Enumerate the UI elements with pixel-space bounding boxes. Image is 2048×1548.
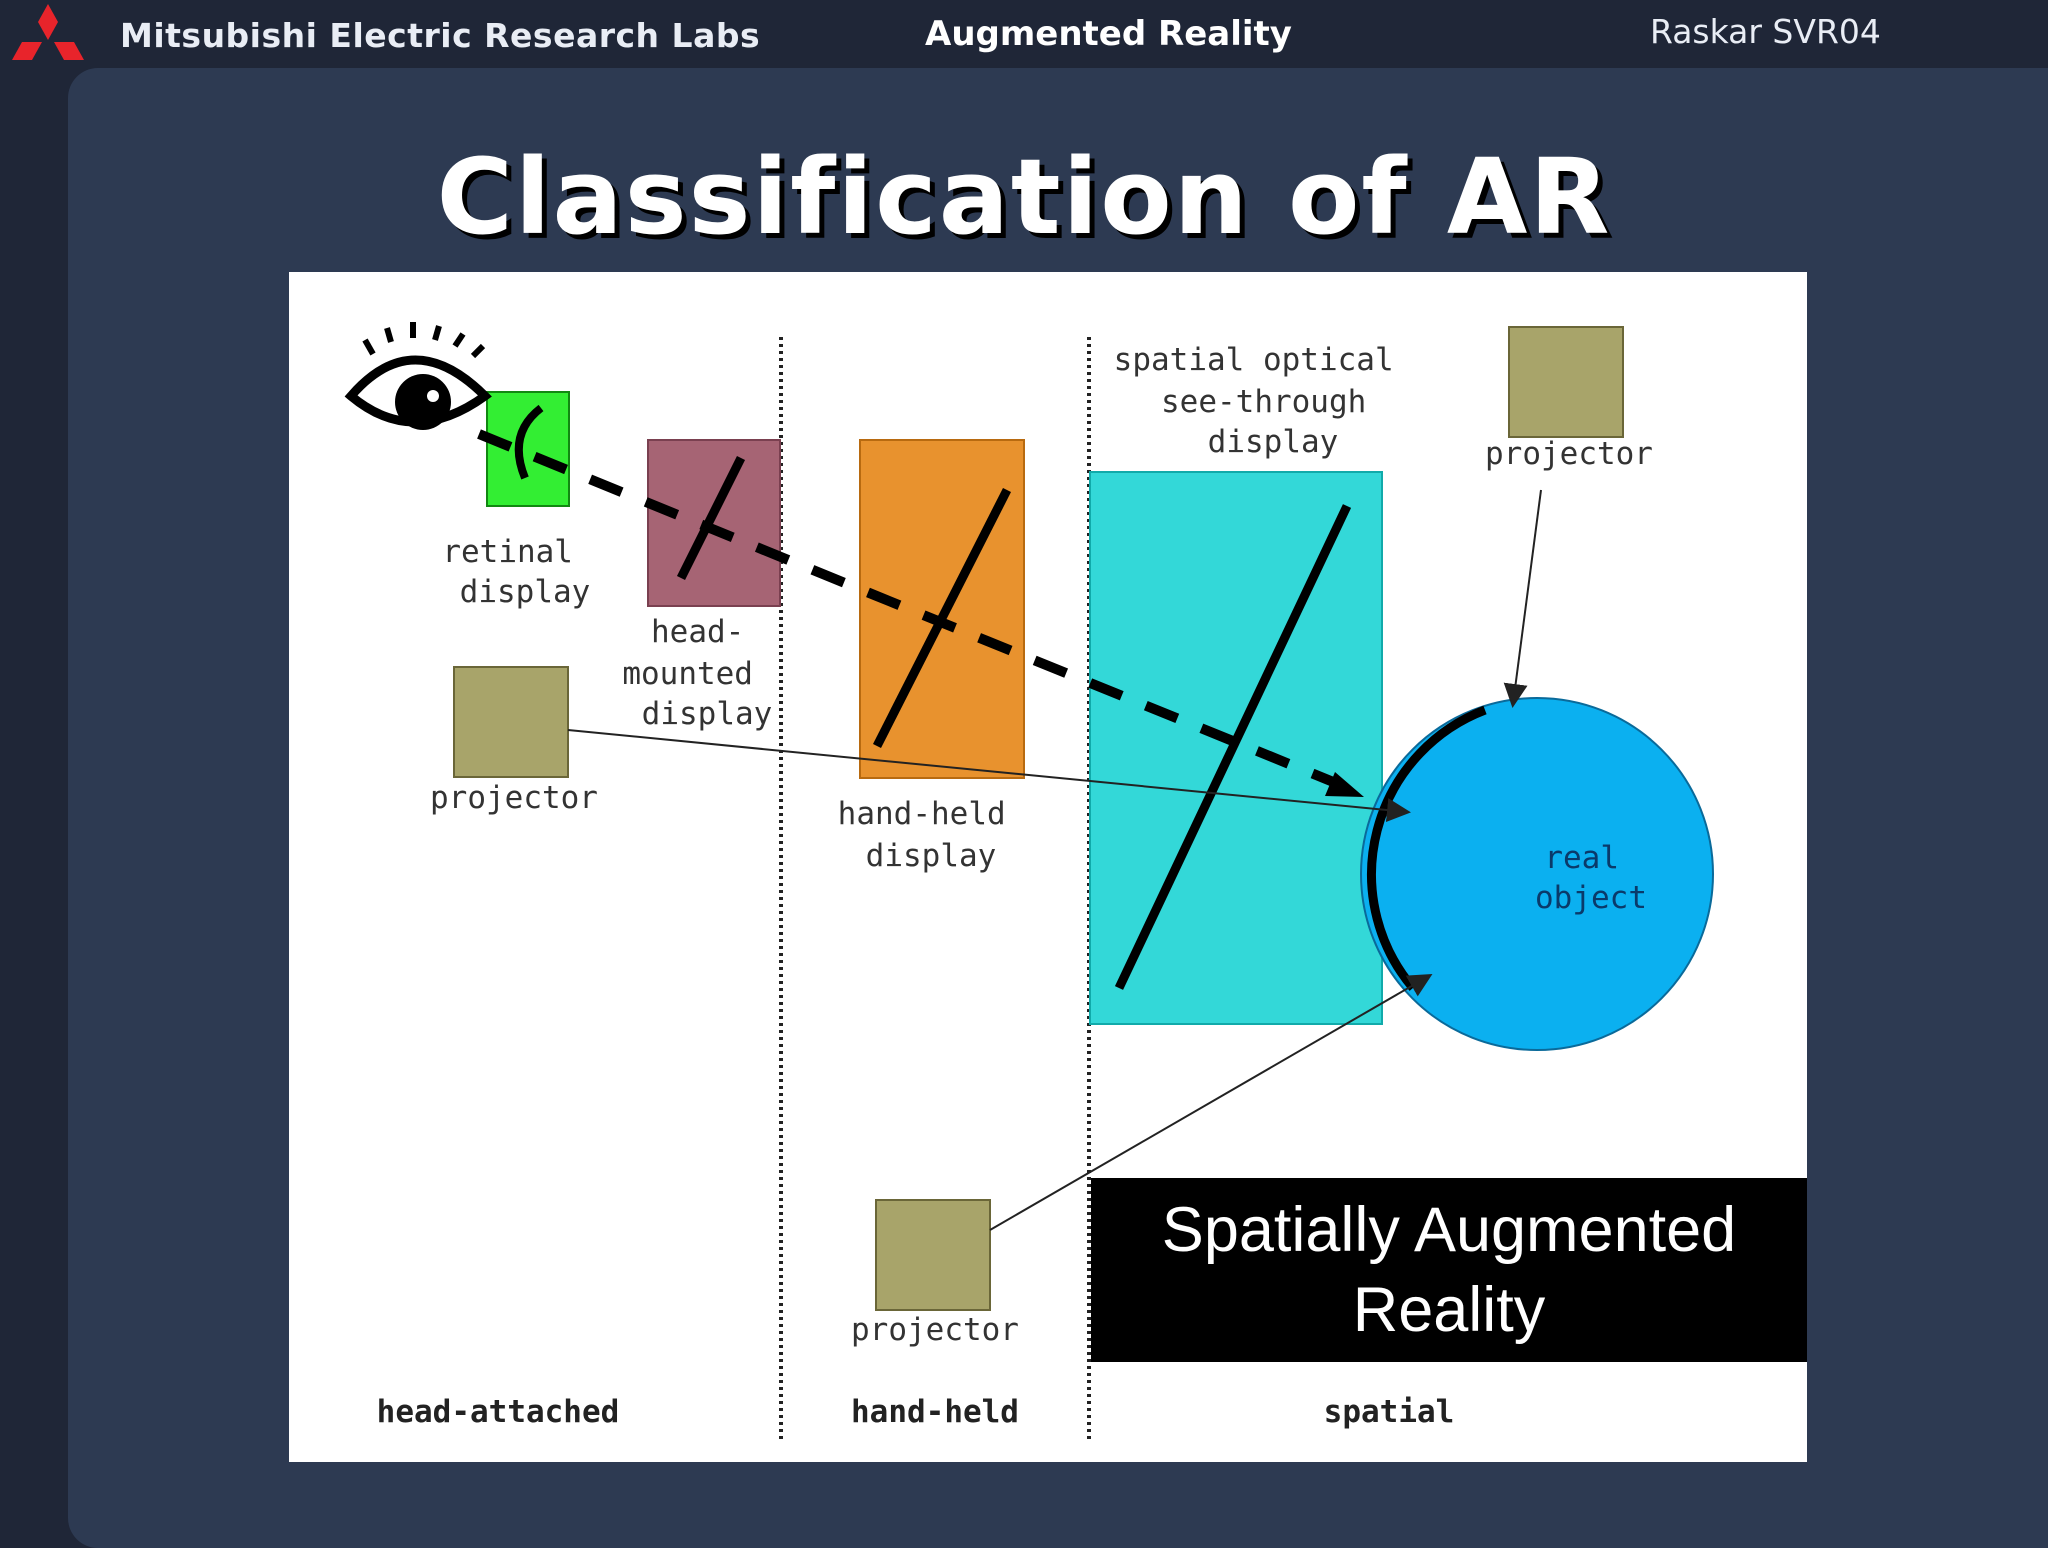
eye-icon <box>344 322 492 430</box>
projection-line-head <box>567 729 1411 822</box>
ar-classification-diagram: retinal display head- mounted display ha… <box>289 272 1807 1462</box>
projected-surface-arc <box>1367 705 1487 991</box>
projection-line-bottom <box>989 973 1433 1231</box>
projector-top-label: projector <box>1485 436 1653 472</box>
projection-line-top <box>1503 489 1542 708</box>
retinal-display-box <box>486 391 570 507</box>
optical-combiner-line <box>1114 504 1352 990</box>
real-object-label: real object <box>1535 840 1647 916</box>
line-of-sight-arrowhead <box>1325 772 1364 797</box>
topic-title: Augmented Reality <box>925 14 1292 54</box>
line-of-sight-dashed <box>477 429 1355 795</box>
header-bar: Mitsubishi Electric Research Labs Augmen… <box>0 0 2048 68</box>
projector-bottom-label: projector <box>851 1312 1019 1348</box>
projector-bottom-box <box>875 1199 991 1311</box>
projector-head-box <box>453 666 569 778</box>
head-mounted-screen-line <box>676 455 746 581</box>
hand-held-display-label: hand-held display <box>838 796 1025 874</box>
callout-line-1: Spatially Augmented <box>1161 1195 1737 1265</box>
head-mounted-display-box <box>647 439 781 607</box>
spatial-optical-label: spatial optical see-through display <box>1114 342 1413 460</box>
callout-line-2: Reality <box>1352 1275 1546 1345</box>
slide-title: Classification of AR <box>436 136 1612 258</box>
category-head-attached: head-attached <box>377 1394 620 1430</box>
category-hand-held: hand-held <box>851 1394 1019 1430</box>
projector-top-box <box>1508 326 1624 438</box>
spatially-augmented-reality-callout: Spatially Augmented Reality <box>1091 1178 1807 1362</box>
projector-head-label: projector <box>430 780 598 816</box>
real-object-circle <box>1360 697 1714 1051</box>
diagram-canvas: retinal display head- mounted display ha… <box>344 322 1714 1440</box>
presentation-reference: Raskar SVR04 <box>1650 12 1881 51</box>
category-spatial: spatial <box>1324 1394 1455 1430</box>
head-mounted-display-label: head- mounted display <box>622 614 772 732</box>
retinal-beam-arc <box>514 404 544 480</box>
retinal-display-label: retinal display <box>442 534 591 610</box>
organization-name: Mitsubishi Electric Research Labs <box>120 16 761 55</box>
mitsubishi-logo-icon <box>12 4 84 60</box>
